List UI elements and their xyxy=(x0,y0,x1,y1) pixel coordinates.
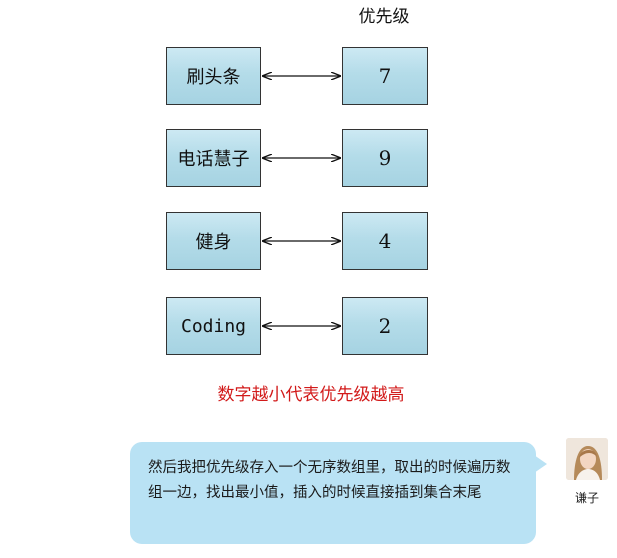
task-box-4: Coding xyxy=(166,297,261,355)
priority-column-header: 优先级 xyxy=(358,7,410,27)
priority-diagram: 优先级 刷头条 7 电话慧子 9 健身 4 Coding 2 xyxy=(0,0,617,380)
chat-bubble: 然后我把优先级存入一个无序数组里，取出的时候遍历数组一边，找出最小值，插入的时候… xyxy=(130,442,536,544)
task-box-2: 电话慧子 xyxy=(166,129,261,187)
priority-box-4: 2 xyxy=(342,297,428,355)
avatar-portrait-icon xyxy=(566,438,608,480)
avatar xyxy=(566,438,608,480)
task-box-3: 健身 xyxy=(166,212,261,270)
priority-note: 数字越小代表优先级越高 xyxy=(217,385,405,405)
priority-box-1: 7 xyxy=(342,47,428,105)
connector-arrows xyxy=(0,0,617,380)
priority-box-3: 4 xyxy=(342,212,428,270)
chat-bubble-tail xyxy=(534,455,547,473)
avatar-name: 谦子 xyxy=(574,491,599,505)
task-box-1: 刷头条 xyxy=(166,47,261,105)
chat-message: 然后我把优先级存入一个无序数组里，取出的时候遍历数组一边，找出最小值，插入的时候… xyxy=(148,460,511,501)
priority-box-2: 9 xyxy=(342,129,428,187)
